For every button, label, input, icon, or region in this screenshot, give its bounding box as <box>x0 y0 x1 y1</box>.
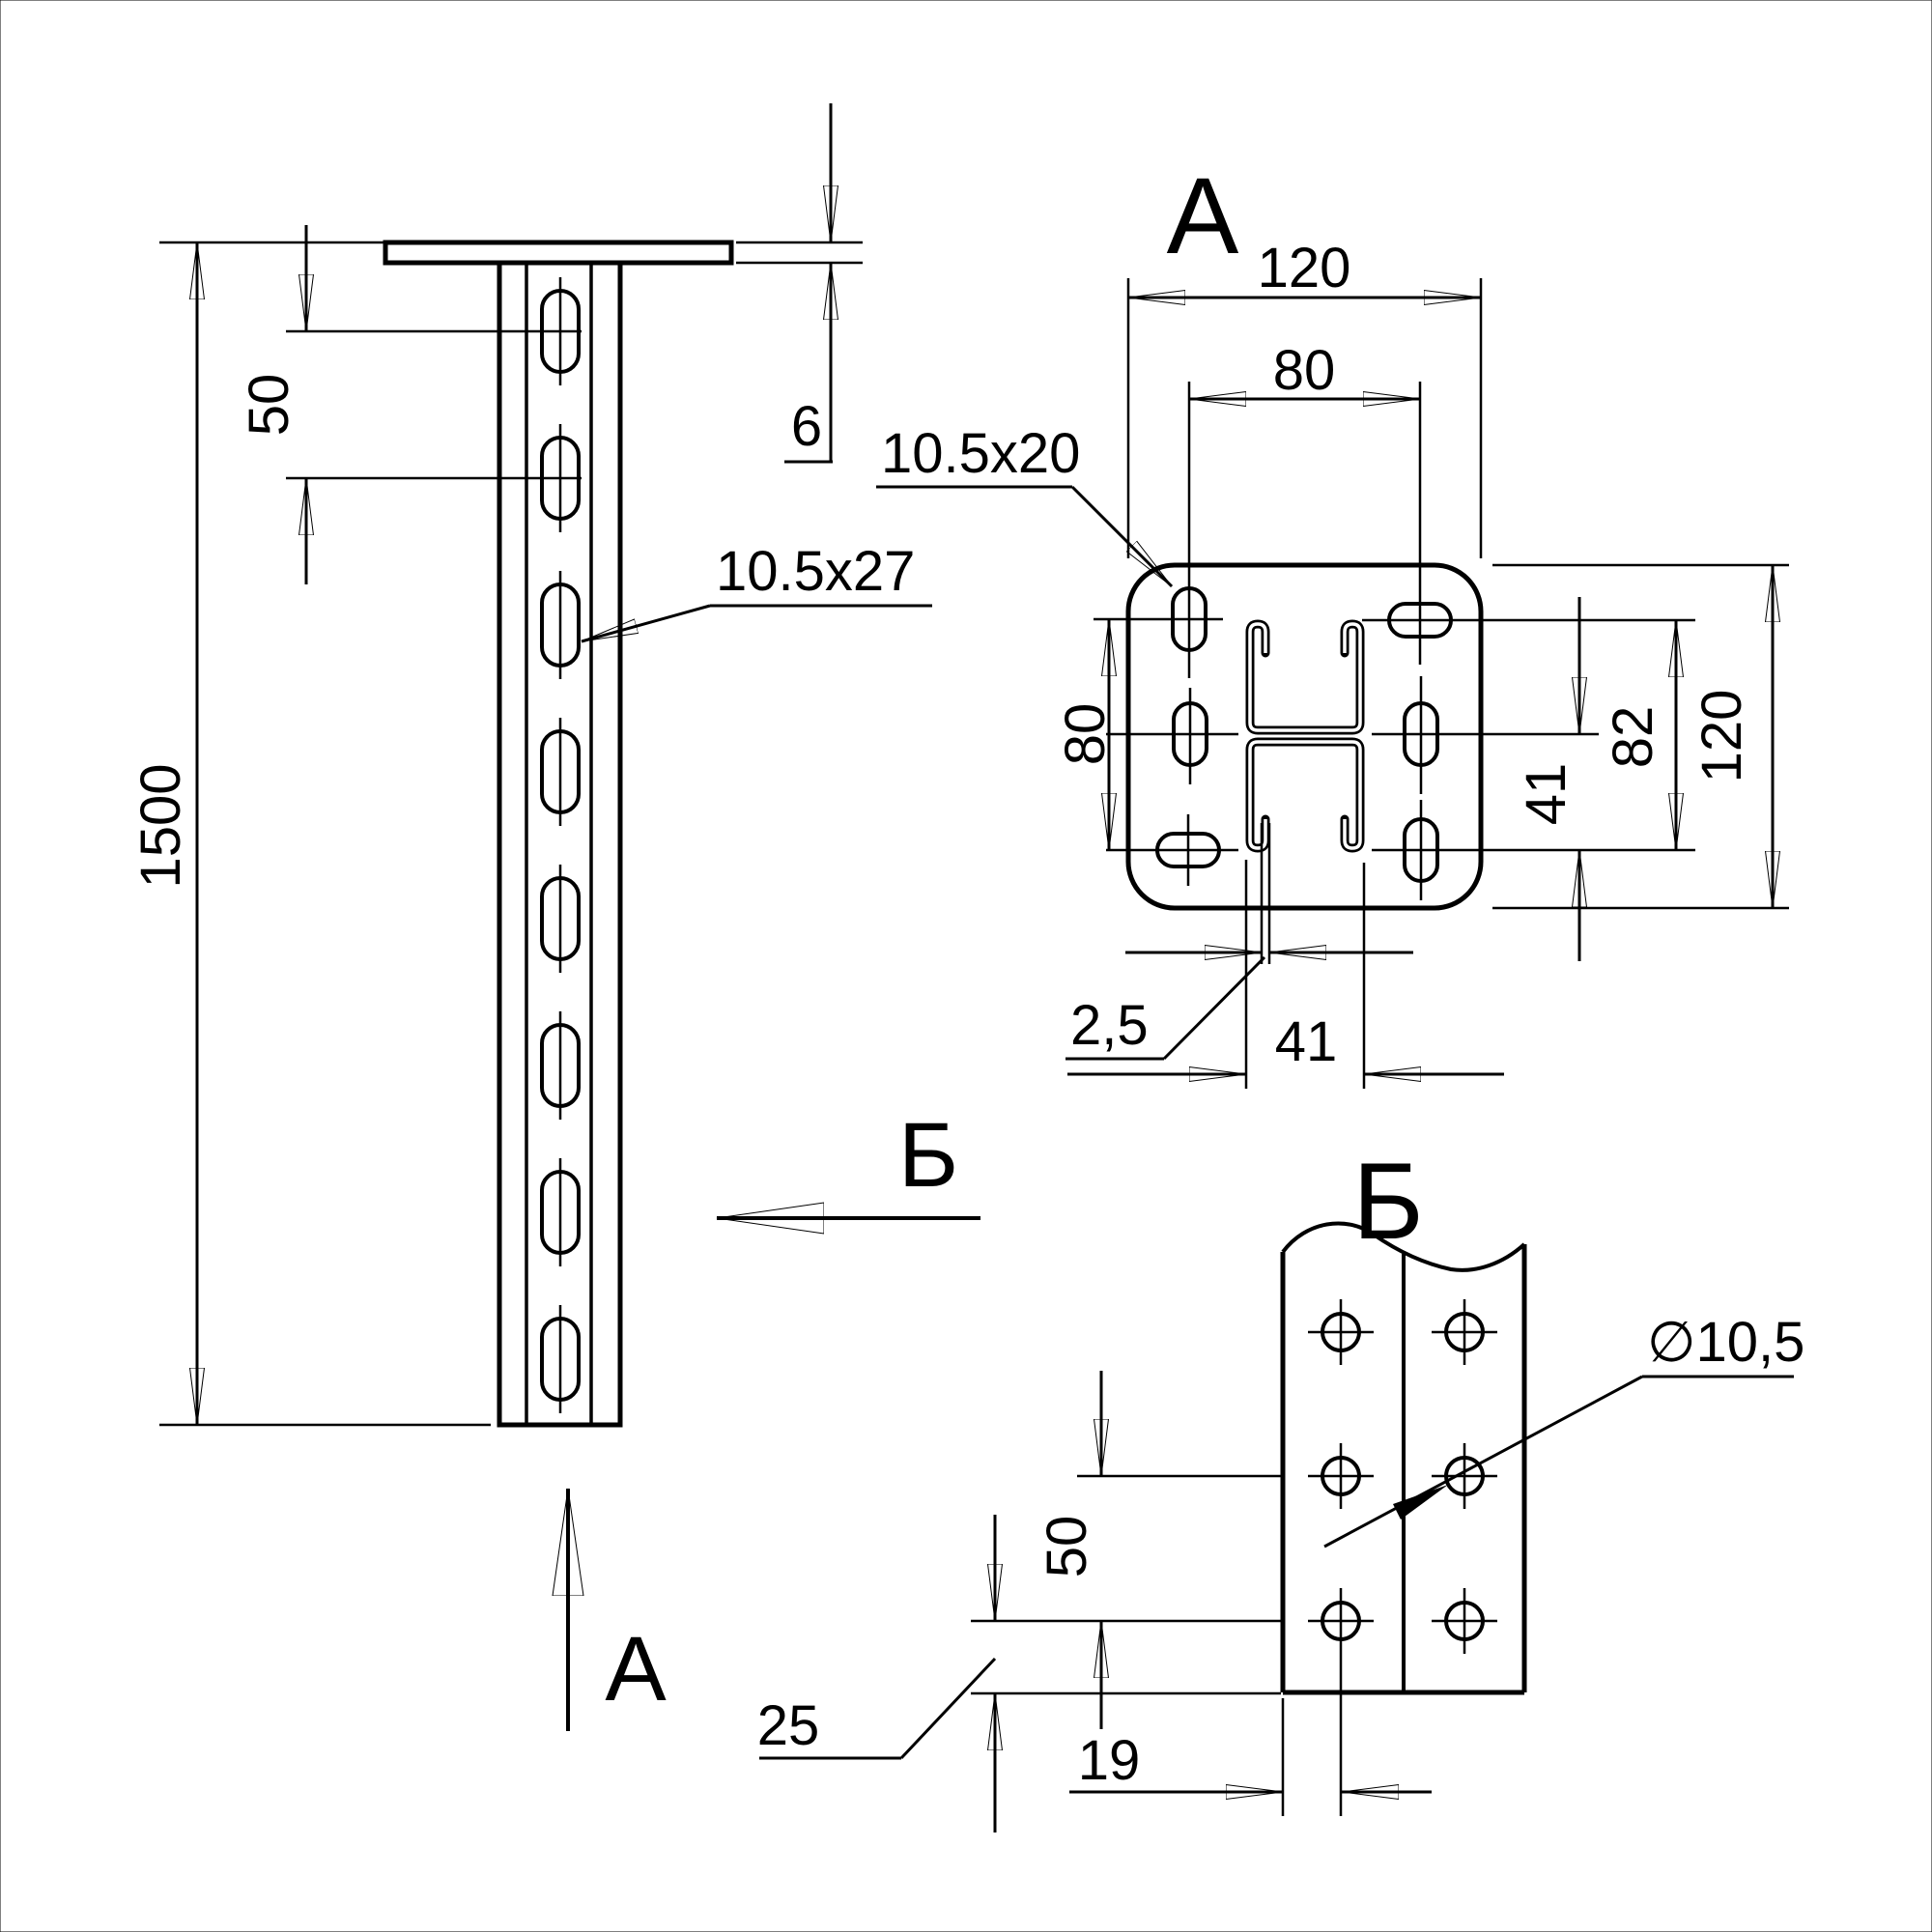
label-hole-diameter: ∅10,5 <box>1323 1311 1804 1548</box>
dim-text-80-left: 80 <box>1054 703 1117 766</box>
dimension-41-right: 41 <box>1515 597 1579 961</box>
dimension-19: 19 <box>1069 1698 1432 1816</box>
direction-letter-b: Б <box>898 1104 958 1207</box>
leader-arrowhead <box>1393 1485 1448 1520</box>
dimension-50-hole-pitch: 50 <box>971 1371 1285 1729</box>
leader-line <box>1323 1375 1643 1548</box>
label-text-10.5x20: 10.5x20 <box>881 422 1080 485</box>
dim-text-50-b: 50 <box>1036 1516 1098 1578</box>
dimension-120-right: 120 <box>1492 563 1789 910</box>
view-a: А <box>876 156 1789 1089</box>
dimension-41-bottom: 41 <box>1067 860 1504 1089</box>
leader-line <box>1070 485 1174 588</box>
dimension-2-5-wall: 2,5 <box>1065 823 1413 1061</box>
dimension-50-slot-pitch: 50 <box>238 225 582 584</box>
column-slots <box>540 277 581 1413</box>
dimension-25-edge: 25 <box>757 1515 1281 1833</box>
column-outline <box>497 260 623 1428</box>
base-plate-outline <box>1125 562 1484 911</box>
dim-text-41-bottom: 41 <box>1275 1010 1338 1073</box>
dim-text-80-top: 80 <box>1273 339 1336 402</box>
dim-text-120-right: 120 <box>1690 690 1753 783</box>
dimension-80-left: 80 <box>1054 619 1117 850</box>
strut-profile-section <box>1245 619 1365 853</box>
top-plate-outline <box>383 240 734 266</box>
label-text-diameter: ∅10,5 <box>1647 1311 1804 1374</box>
dimension-6-plate-thickness: 6 <box>736 103 863 464</box>
view-direction-arrows: Б А <box>568 1104 980 1731</box>
dim-text-19: 19 <box>1078 1729 1141 1792</box>
label-text-10.5x27: 10.5x27 <box>716 540 915 603</box>
lower-channel-inner <box>1248 740 1362 850</box>
label-slot-size-plate: 10.5x20 <box>876 422 1174 588</box>
side-holes <box>1308 1299 1497 1816</box>
dim-text-6: 6 <box>791 395 822 458</box>
leader-line <box>1162 955 1266 1061</box>
dim-text-41-right: 41 <box>1515 763 1577 826</box>
dim-text-82: 82 <box>1602 706 1664 769</box>
dimension-120-top: 120 <box>1126 237 1483 558</box>
view-b: Б <box>757 1141 1804 1833</box>
upper-channel-inner <box>1248 622 1362 732</box>
dimension-82: 82 <box>1602 620 1676 850</box>
view-a-title: А <box>1167 156 1239 276</box>
dimension-1500: 1500 <box>129 241 491 1427</box>
label-slot-size-front: 10.5x27 <box>581 540 932 643</box>
break-wavy-line <box>1281 1221 1526 1272</box>
direction-letter-a: А <box>605 1618 667 1720</box>
leader-line <box>899 1657 997 1760</box>
strut-side-outline <box>1280 1221 1527 1695</box>
front-view: 1500 50 6 10.5x27 <box>129 103 932 1428</box>
plate-centerlines <box>1094 382 1695 900</box>
leader-line <box>581 604 711 643</box>
dim-text-1500: 1500 <box>129 763 192 888</box>
dim-text-2-5: 2,5 <box>1070 994 1149 1057</box>
dim-text-25: 25 <box>757 1694 820 1757</box>
dim-text-120-top: 120 <box>1258 237 1351 299</box>
dim-text-50: 50 <box>238 374 300 437</box>
dimension-80-top: 80 <box>1189 339 1420 402</box>
view-b-title: Б <box>1352 1141 1424 1262</box>
